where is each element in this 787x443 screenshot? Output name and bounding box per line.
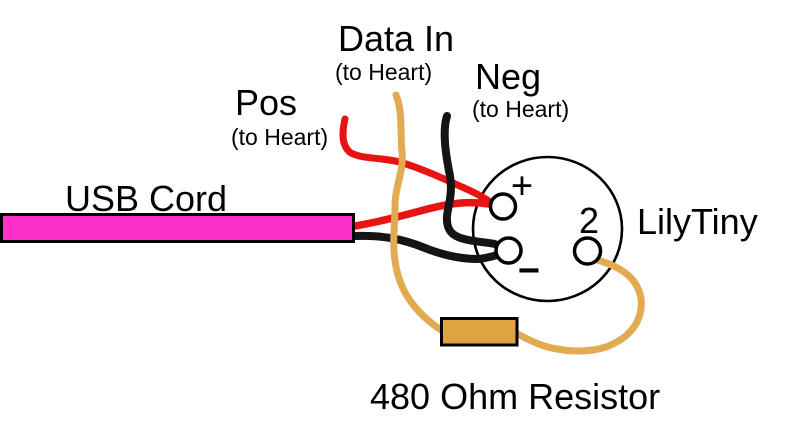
- wire-gold-pad2: [512, 255, 645, 355]
- usb-cord-rect: [0, 213, 355, 243]
- wire-red-pos: [339, 115, 496, 207]
- pad-positive: [488, 192, 518, 221]
- wire-red-usb: [351, 198, 493, 230]
- data-in-label: Data In: [338, 18, 454, 59]
- lilytiny-board-circle: [471, 155, 624, 303]
- pos-sublabel: (to Heart): [231, 124, 328, 150]
- usb-cord-label: USB Cord: [65, 178, 227, 219]
- neg-label: Neg: [475, 56, 541, 97]
- data-in-sublabel: (to Heart): [335, 59, 432, 85]
- wire-black-usb: [352, 231, 509, 263]
- neg-sublabel: (to Heart): [472, 96, 569, 122]
- pad-negative: [494, 236, 523, 265]
- resistor-body: [440, 317, 519, 347]
- lilytiny-label: LilyTiny: [637, 201, 758, 242]
- wire-black-neg: [440, 112, 499, 248]
- minus-symbol: −: [518, 250, 540, 292]
- pad-2: [572, 236, 603, 266]
- pad-2-label: 2: [579, 200, 599, 241]
- plus-symbol: +: [511, 166, 533, 208]
- wire-gold-data: [390, 91, 445, 334]
- resistor-label: 480 Ohm Resistor: [370, 376, 660, 417]
- pos-label: Pos: [235, 82, 297, 123]
